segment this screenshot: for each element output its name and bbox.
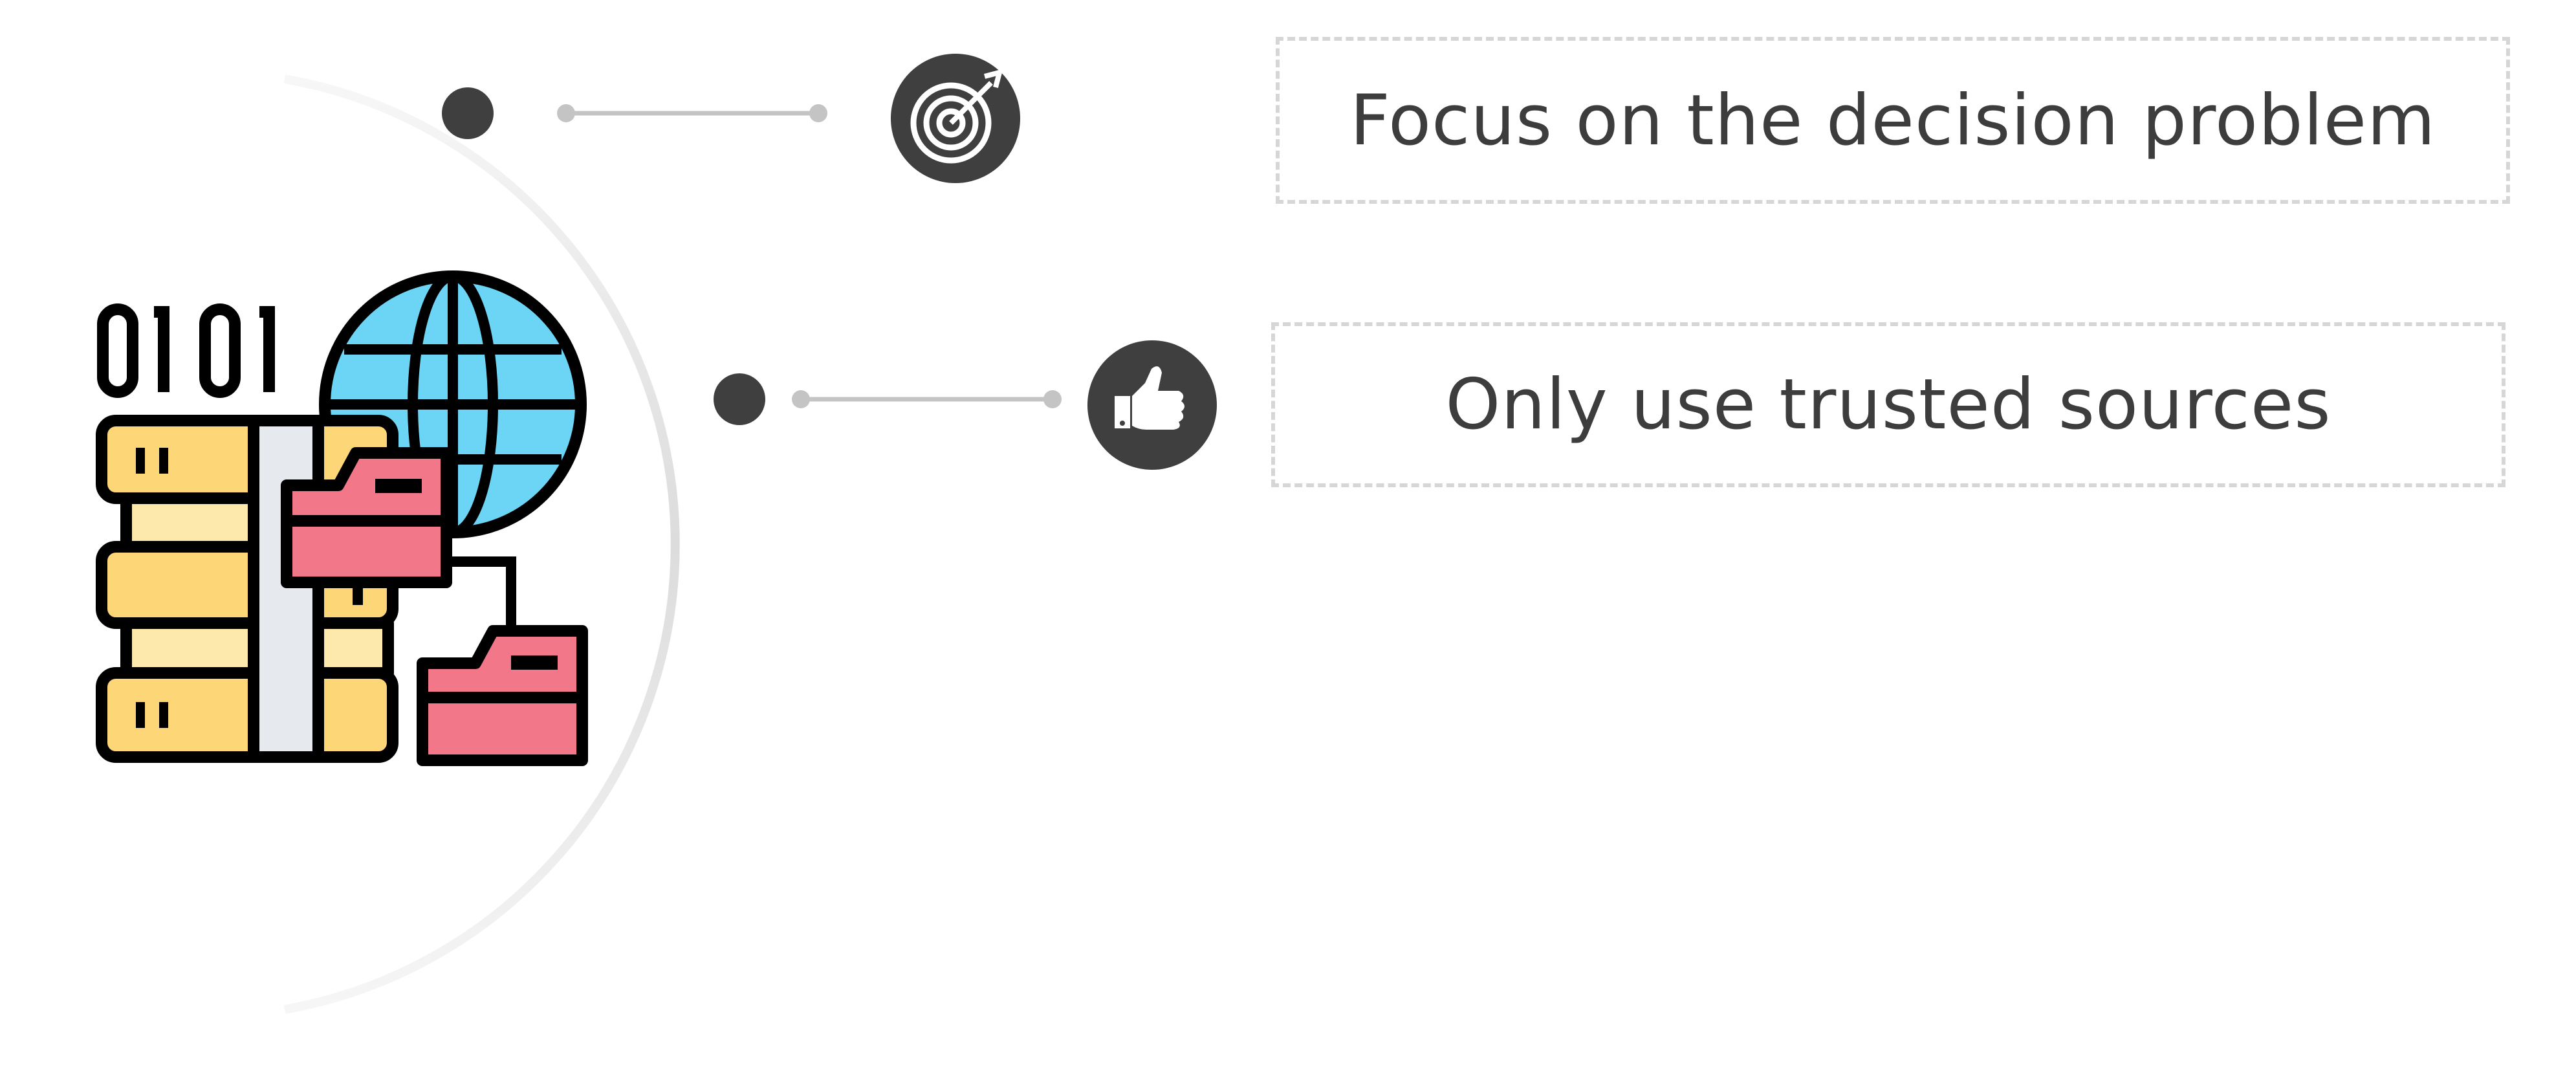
target-icon — [891, 54, 1020, 183]
item-label-1: Focus on the decision problem — [1349, 80, 2436, 161]
item-label-2: Only use trusted sources — [1445, 364, 2331, 445]
item-box-2: Only use trusted sources — [1271, 322, 2505, 487]
folder-icon-top — [281, 447, 452, 588]
timeline-arc — [283, 74, 680, 1014]
arc-node-2 — [714, 373, 765, 425]
arc-node-1 — [442, 87, 494, 139]
connector-2 — [714, 373, 1062, 425]
connector-1 — [442, 87, 827, 139]
thumbs-up-icon — [1087, 340, 1217, 470]
binary-digits — [97, 303, 275, 398]
data-server-globe-icon — [96, 270, 588, 766]
item-box-1: Focus on the decision problem — [1276, 37, 2510, 204]
folder-icon-bottom — [417, 625, 588, 766]
